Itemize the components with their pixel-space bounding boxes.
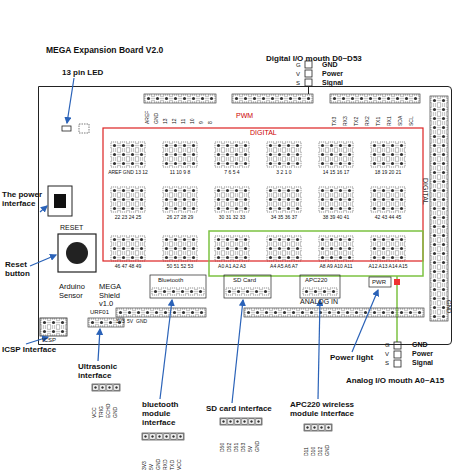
pin-label: GND [325, 445, 330, 456]
pin-label: GND [113, 407, 118, 418]
callout-label: SD card interface [206, 404, 272, 413]
callout-label: Power [412, 350, 433, 358]
connector-pin [394, 360, 401, 367]
pin-label: VCC [177, 459, 182, 470]
callout-label: Power light [330, 353, 373, 362]
callout-label: GND [322, 61, 338, 69]
board-text: Arduino Sensor [59, 283, 93, 300]
module-pins [92, 384, 120, 391]
callout-label: Ultrasonic interface [78, 362, 124, 380]
connector-pin [305, 61, 312, 68]
module-pins [304, 424, 332, 431]
board-text: MEGA Shield v1.0 [99, 283, 129, 309]
pin-label: GND [156, 459, 161, 470]
pin-label: ECHO [106, 404, 111, 418]
diagram-title: MEGA Expansion Board V2.0 [46, 46, 163, 56]
callout-label: G [296, 62, 301, 69]
pin-label: TRIG [99, 406, 104, 418]
pin-label: RXD [163, 459, 168, 470]
callout-label: ICSP Interface [2, 345, 56, 354]
pin-label: VCC [92, 407, 97, 418]
pin-label: D12 [318, 447, 323, 456]
pin-label: 3V3 [142, 461, 147, 470]
pin-label: TXD [170, 460, 175, 470]
callout-label: Reset button [5, 260, 41, 278]
pin-label: D11 [304, 447, 309, 456]
pin-label: D50 [220, 443, 225, 452]
callout-label: Power [322, 70, 343, 78]
callout-label: V [296, 71, 300, 78]
connector-pin [305, 79, 312, 86]
pin-label: D51 [234, 443, 239, 452]
module-pins [142, 433, 184, 440]
pin-label: D53 [241, 443, 246, 452]
callout-label: S [385, 360, 389, 367]
callout-label: APC220 wireless module interface [290, 400, 368, 418]
shield-board: Arduino Sensor MEGA Shield v1.0 [38, 86, 452, 345]
pin-label: D10 [311, 447, 316, 456]
connector-pin [305, 70, 312, 77]
pin-label: 5V [248, 446, 253, 452]
callout-label: 13 pin LED [62, 68, 103, 77]
pin-label: GND [255, 441, 260, 452]
callout-label: Analog I/O mouth A0~A15 [346, 376, 444, 385]
module-pins [220, 418, 262, 425]
callout-label: Signal [412, 359, 433, 367]
callout-label: V [385, 351, 389, 358]
callout-label: Digital I/O mouth D0~D53 [266, 54, 362, 63]
pin-label: D52 [227, 443, 232, 452]
callout-label: bluetooth module interface [142, 400, 188, 428]
connector-pin [394, 351, 401, 358]
pin-label: 5V [149, 464, 154, 470]
